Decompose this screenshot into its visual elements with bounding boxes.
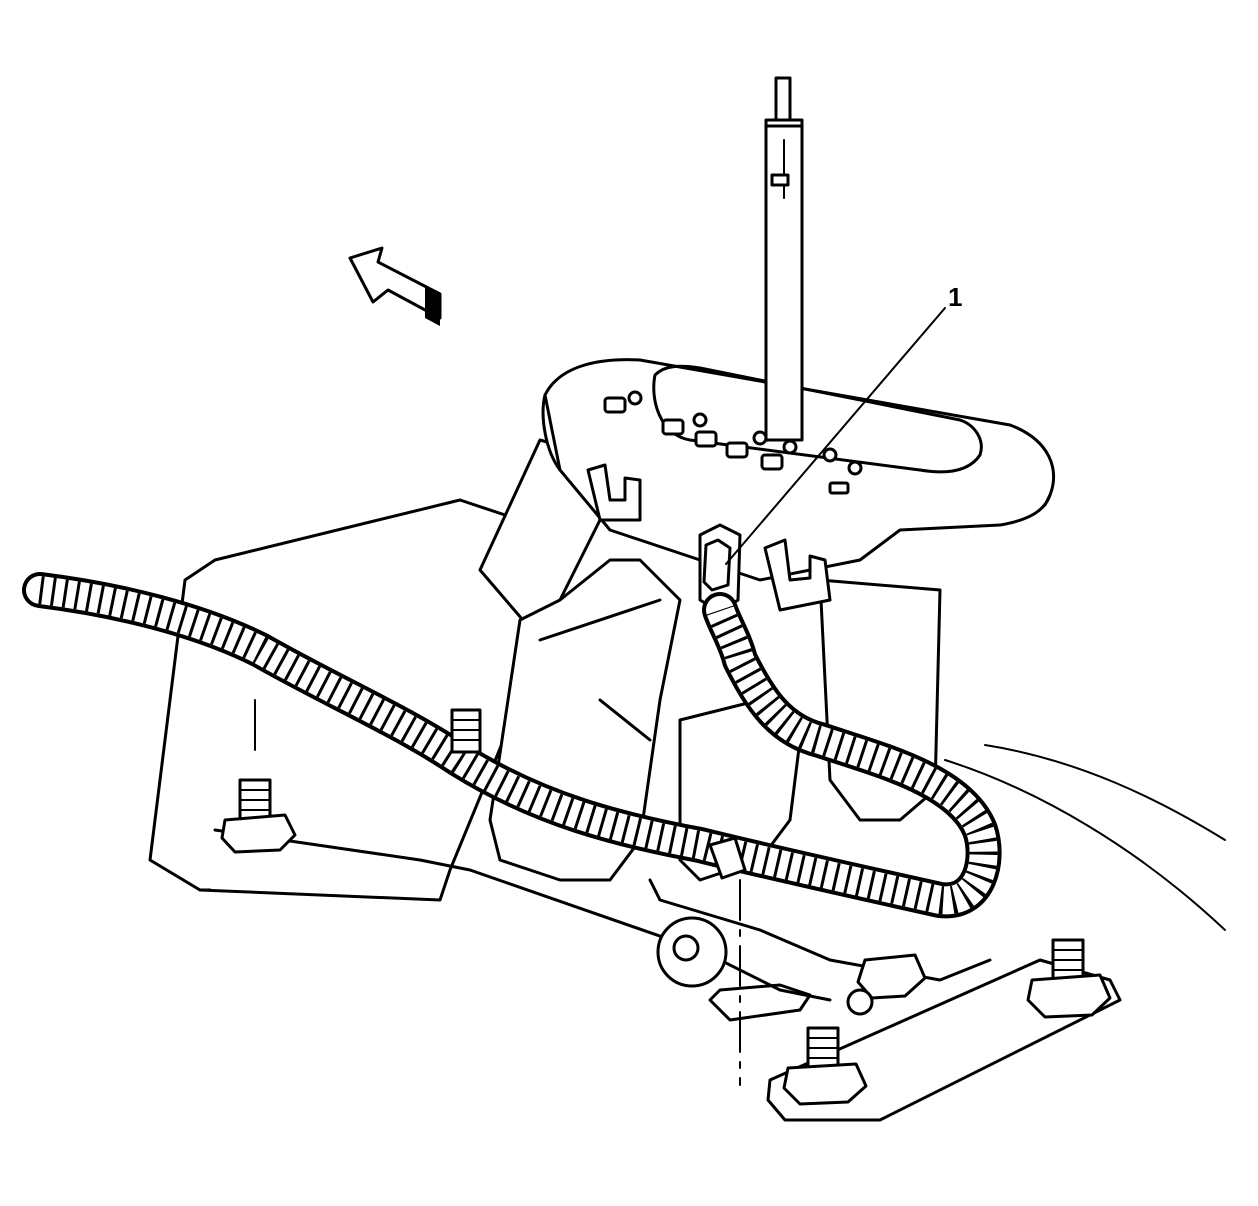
retaining-clips (586, 463, 832, 612)
stud-right-rear (1026, 938, 1112, 1019)
callout-1: 1 (725, 282, 962, 565)
stud-left-upper (450, 708, 482, 754)
mounting-studs (220, 708, 1112, 1106)
direction-arrow-icon (348, 246, 442, 326)
shift-lever-shaft (764, 76, 804, 442)
nut-center (856, 953, 927, 1000)
stud-front (782, 1026, 868, 1106)
pivot-plate (656, 916, 874, 1016)
stud-left-lower (220, 778, 297, 854)
centre-lines (254, 699, 741, 1086)
park-lock-connector (698, 523, 742, 652)
shift-indicator-bezel (541, 358, 1056, 582)
callout-1-label: 1 (948, 282, 962, 312)
wiring-harness-conduit (22, 572, 1002, 919)
floor-contour-lines (944, 744, 1226, 931)
